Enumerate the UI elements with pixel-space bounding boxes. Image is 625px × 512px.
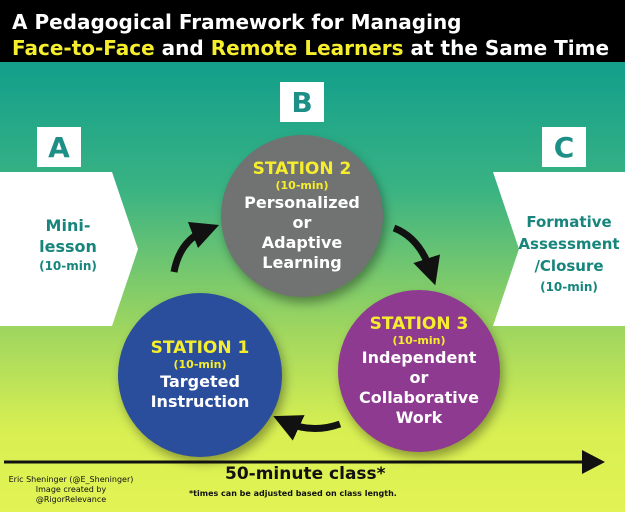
title-line-2: Face-to-Face and Remote Learners at the … [12, 35, 613, 61]
station-3-title: STATION 3 [369, 314, 469, 334]
station-2-circle: STATION 2 (10-min) Personalized or Adapt… [221, 135, 383, 297]
title-highlight-remote-learners: Remote Learners [210, 36, 404, 60]
stage-a-label: Mini- lesson (10-min) [22, 215, 114, 276]
station-2-desc-2: or [292, 213, 312, 232]
station-2-time: (10-min) [275, 179, 329, 192]
credit-line-3: @RigorRelevance [35, 495, 107, 504]
station-3-desc-2: or [409, 368, 429, 387]
timeline-note: *times can be adjusted based on class le… [189, 489, 397, 498]
station-1-desc-2: Instruction [150, 392, 250, 411]
station-3-time: (10-min) [392, 334, 446, 347]
credit-block: Eric Sheninger (@E_Sheninger) Image crea… [6, 475, 136, 505]
station-2-desc-1: Personalized [244, 193, 360, 212]
arrow-station1-to-station2 [170, 221, 220, 273]
stage-c-label: Formative Assessment /Closure (10-min) [513, 211, 625, 297]
stage-c-letter: C [542, 127, 586, 167]
stage-c-line-3: /Closure [534, 257, 604, 275]
timeline-label: 50-minute class* [225, 464, 386, 484]
stage-c-arrow-shape [493, 172, 625, 326]
stage-c-time: (10-min) [540, 280, 598, 294]
stage-c-line-1: Formative [526, 213, 612, 231]
station-1-title: STATION 1 [150, 338, 250, 358]
header-banner: A Pedagogical Framework for Managing Fac… [0, 0, 625, 62]
stage-b-letter: B [280, 82, 324, 122]
station-2-desc-3: Adaptive [261, 233, 343, 252]
station-2-desc-4: Learning [262, 253, 342, 272]
arrow-station2-to-station3 [392, 224, 441, 286]
title-highlight-face-to-face: Face-to-Face [12, 36, 155, 60]
station-3-desc-1: Independent [361, 348, 477, 367]
arrow-station3-to-station1 [273, 415, 342, 441]
station-2-title: STATION 2 [252, 159, 352, 179]
stage-a-line-2: lesson [39, 237, 97, 256]
station-1-desc-1: Targeted [160, 372, 240, 391]
stage-a-letter: A [37, 127, 81, 167]
title-connector: and [154, 36, 211, 60]
title-tail: at the Same Time [403, 36, 610, 60]
title-line-1: A Pedagogical Framework for Managing [12, 10, 462, 34]
credit-line-1: Eric Sheninger (@E_Sheninger) [8, 475, 134, 484]
stage-a-line-1: Mini- [45, 216, 91, 235]
station-3-desc-4: Work [395, 408, 443, 427]
stage-a-arrow-shape [0, 172, 138, 326]
station-3-circle: STATION 3 (10-min) Independent or Collab… [338, 290, 500, 452]
stage-a-time: (10-min) [39, 259, 97, 273]
station-3-desc-3: Collaborative [358, 388, 480, 407]
credit-line-2: Image created by [35, 485, 107, 494]
station-1-circle: STATION 1 (10-min) Targeted Instruction [118, 293, 282, 457]
station-1-time: (10-min) [173, 358, 227, 371]
stage-c-line-2: Assessment [518, 235, 620, 253]
